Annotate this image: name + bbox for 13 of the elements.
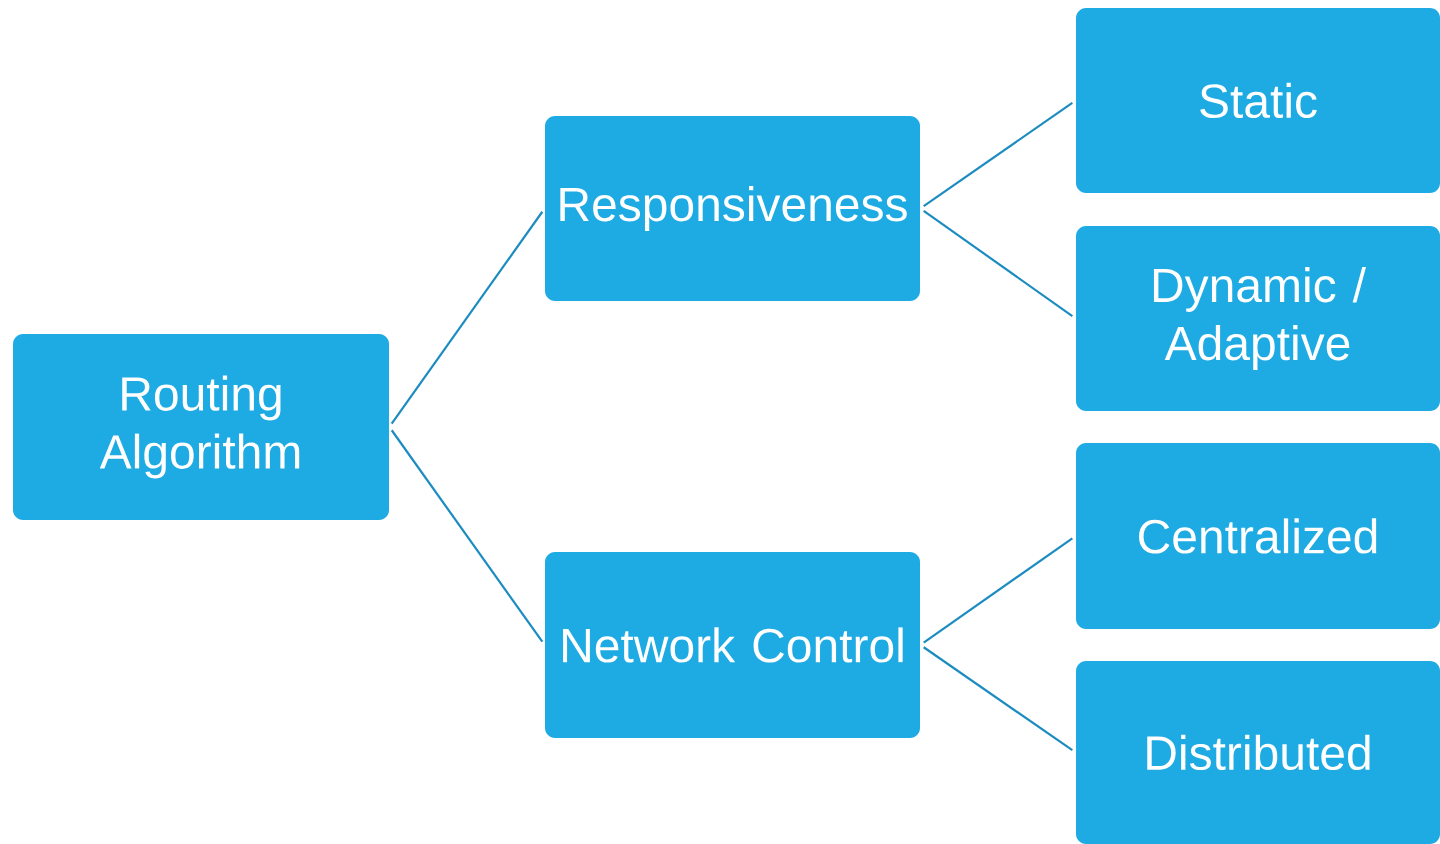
connector-line bbox=[923, 101, 1073, 208]
connector-line bbox=[923, 646, 1073, 752]
connector-line bbox=[923, 537, 1073, 644]
category-box: Distributed bbox=[1076, 661, 1440, 844]
connector-line bbox=[390, 429, 544, 643]
category-box: Routing Algorithm bbox=[13, 334, 389, 520]
connector-line bbox=[923, 209, 1073, 318]
category-box: Network Control bbox=[545, 552, 920, 738]
category-box: Responsiveness bbox=[545, 116, 920, 301]
category-box: Dynamic / Adaptive bbox=[1076, 226, 1440, 411]
category-box: Static bbox=[1076, 8, 1440, 193]
category-box: Centralized bbox=[1076, 443, 1440, 629]
connector-line bbox=[390, 211, 544, 425]
